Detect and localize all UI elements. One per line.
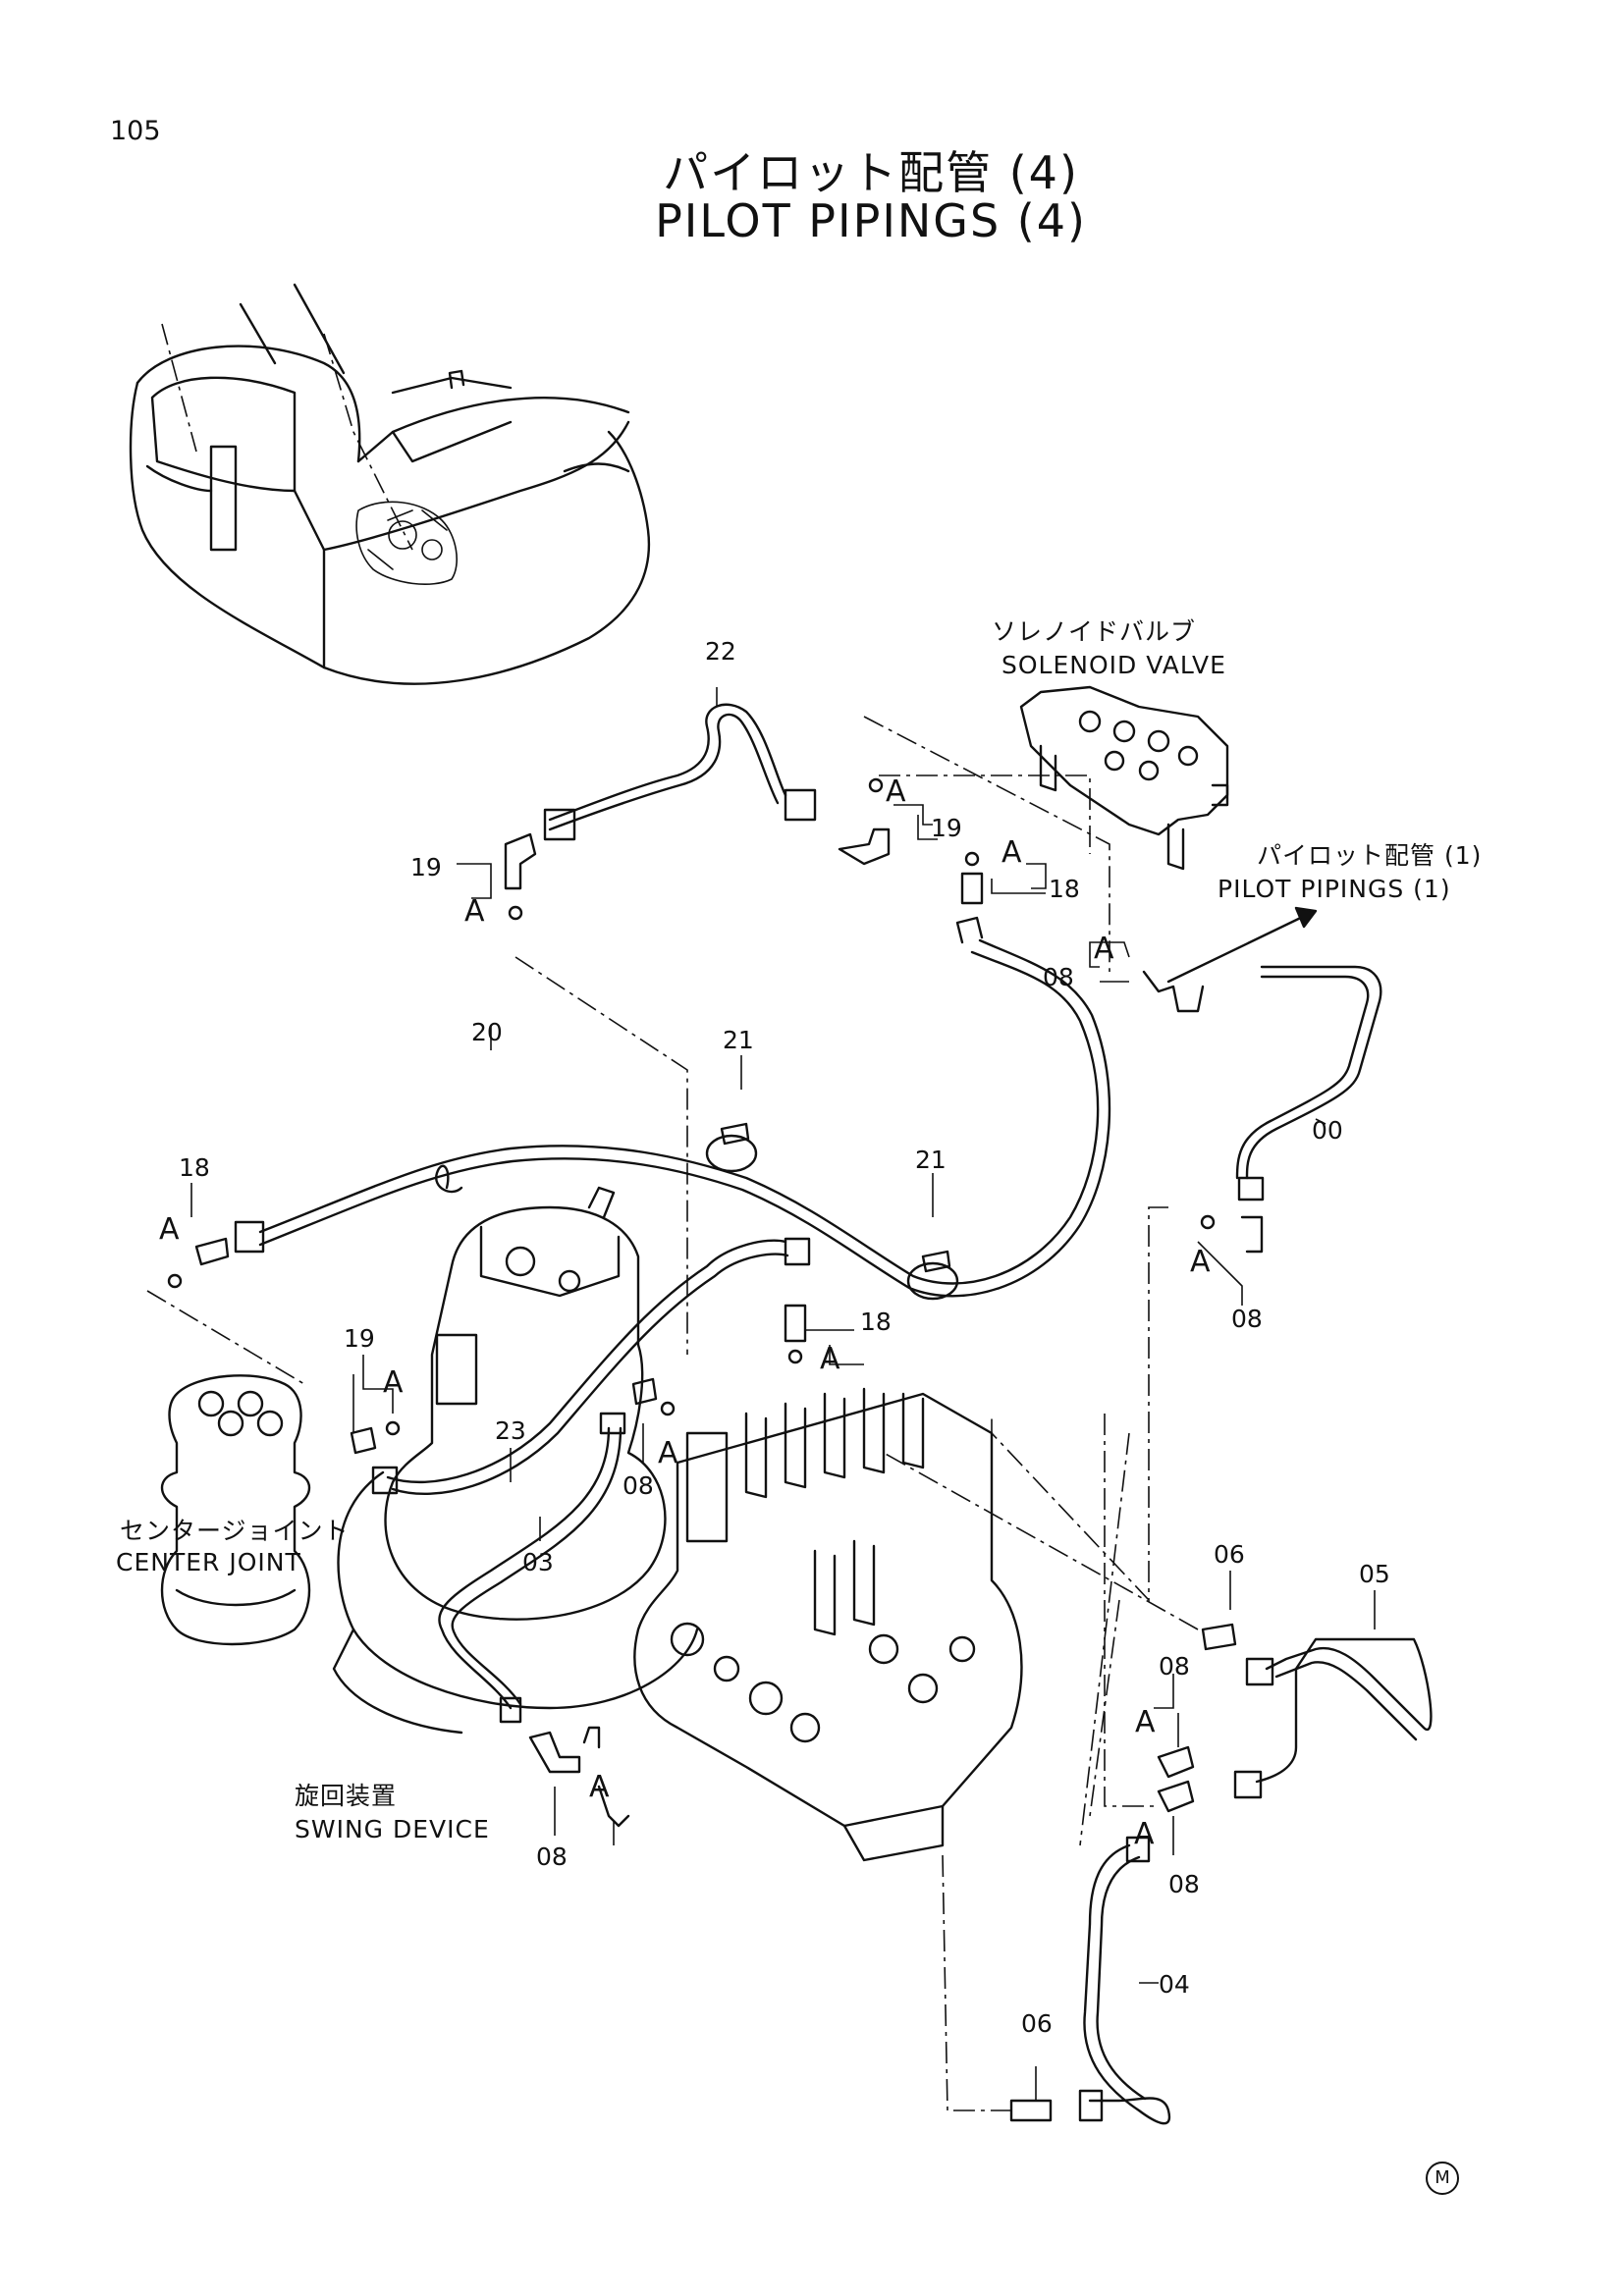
part-label-21: 21	[915, 1146, 947, 1174]
control-valve-illustration	[633, 1387, 1023, 1862]
connection-mark-a: A	[159, 1212, 180, 1247]
title-english: PILOT PIPINGS (4)	[655, 194, 1087, 247]
fitting-08-middle	[631, 1377, 676, 1416]
pilot-pipings-1-caption-en: PILOT PIPINGS (1)	[1218, 875, 1451, 903]
part-label-18: 18	[860, 1308, 892, 1336]
swing-device-caption-en: SWING DEVICE	[295, 1815, 490, 1843]
part-label-22: 22	[705, 637, 736, 666]
solenoid-valve-caption-jp: ソレノイドバルブ	[992, 617, 1196, 646]
copyright-mark: M	[1426, 2162, 1459, 2195]
connection-mark-a: A	[1001, 835, 1022, 870]
part-label-20: 20	[471, 1018, 503, 1046]
part-label-18: 18	[179, 1153, 210, 1182]
pipe-22	[543, 703, 817, 841]
clamp-21-right	[906, 1250, 959, 1301]
elbow-fitting-19	[504, 832, 537, 921]
label-leaders	[190, 687, 1376, 2101]
fitting-08-lower-right-b	[1157, 1780, 1195, 1813]
connection-mark-a: A	[464, 894, 485, 929]
part-label-08: 08	[536, 1842, 568, 1871]
pipe-23	[371, 1237, 811, 1496]
connection-mark-a: A	[820, 1342, 840, 1376]
part-label-08: 08	[1168, 1870, 1200, 1898]
pipe-03	[438, 1412, 626, 1724]
elbow-fitting-08-right	[1200, 1214, 1264, 1254]
pipe-20	[167, 916, 1111, 1298]
part-label-08: 08	[623, 1471, 654, 1500]
connection-mark-a: A	[886, 774, 906, 809]
part-label-19: 19	[344, 1324, 375, 1353]
part-label-18: 18	[1049, 875, 1080, 903]
part-label-21: 21	[723, 1026, 754, 1054]
part-label-23: 23	[495, 1416, 526, 1445]
connection-mark-a: A	[1094, 932, 1114, 966]
fitting-08-swing	[528, 1726, 630, 1828]
connection-mark-a: A	[383, 1365, 404, 1400]
pipe-04	[1078, 1836, 1171, 2125]
excavator-illustration	[129, 283, 651, 685]
connection-mark-a: A	[1135, 1705, 1156, 1739]
title-japanese: パイロット配管 (4)	[663, 146, 1079, 199]
pilot-pipings-1-caption-jp: パイロット配管 (1)	[1257, 841, 1482, 870]
part-label-03: 03	[522, 1548, 554, 1576]
pipe-00	[1142, 965, 1382, 1201]
part-label-04: 04	[1159, 1970, 1190, 1999]
part-label-19: 19	[931, 814, 962, 842]
connection-leader-lines	[146, 323, 1199, 2111]
connection-mark-a: A	[589, 1770, 610, 1804]
swing-device-caption-jp: 旋回装置	[295, 1782, 397, 1810]
center-joint-caption-jp: センタージョイント	[120, 1517, 350, 1545]
part-label-19: 19	[410, 853, 442, 881]
swing-device-illustration	[332, 1164, 699, 1735]
solenoid-valve-caption-en: SOLENOID VALVE	[1001, 651, 1226, 679]
page-number: 105	[110, 116, 161, 146]
connection-mark-a: A	[658, 1436, 678, 1470]
part-label-08: 08	[1231, 1305, 1263, 1333]
fitting-08-lower-right-a	[1157, 1745, 1195, 1779]
pipe-05	[1233, 1637, 1433, 1799]
solenoid-valve-illustration	[1019, 685, 1229, 871]
fitting-18-left	[784, 1304, 807, 1364]
center-joint-illustration	[160, 1374, 311, 1646]
part-label-08: 08	[1043, 963, 1074, 991]
clamp-21-left	[705, 1122, 758, 1173]
connection-mark-a: A	[1134, 1817, 1155, 1851]
fitting-06-upper	[1201, 1623, 1237, 1651]
part-label-06: 06	[1214, 1540, 1245, 1569]
arrow-to-pilot-pipings-1	[1166, 906, 1318, 984]
part-label-08: 08	[1159, 1652, 1190, 1681]
fitting-06-lower	[1009, 2099, 1053, 2122]
part-label-06: 06	[1021, 2009, 1053, 2038]
connection-mark-a: A	[1190, 1245, 1211, 1279]
elbow-fitting-19-right	[838, 777, 891, 866]
fitting-18-right	[960, 851, 984, 905]
center-joint-caption-en: CENTER JOINT	[116, 1548, 301, 1576]
part-label-00: 00	[1312, 1116, 1343, 1145]
part-label-05: 05	[1359, 1560, 1390, 1588]
fitting-19-left	[350, 1420, 401, 1455]
